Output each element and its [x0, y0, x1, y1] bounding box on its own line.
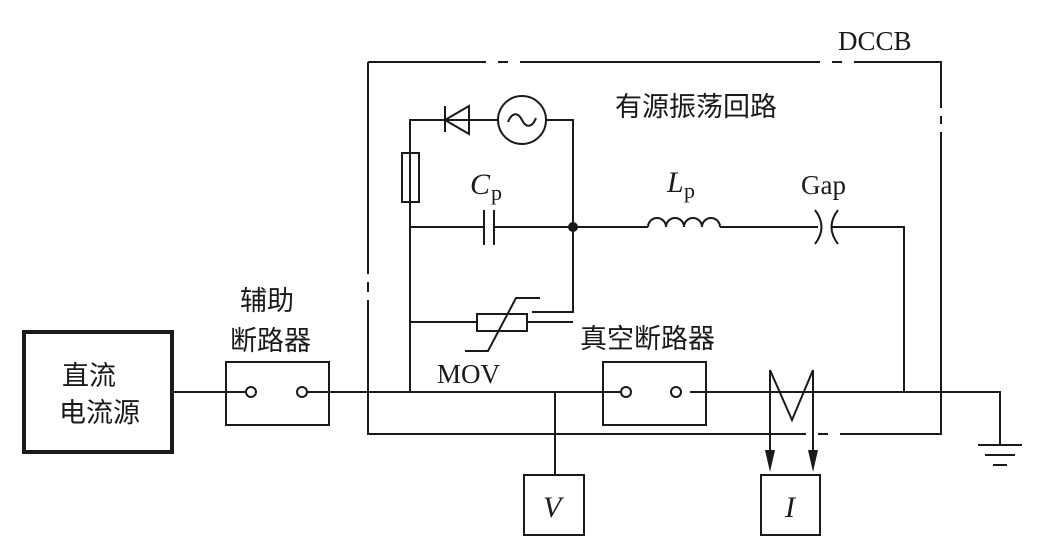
diode-icon	[436, 104, 470, 136]
ac-source-icon	[469, 95, 574, 313]
current-meter-label: I	[784, 491, 797, 524]
dc-source-label-line2: 电流源	[59, 398, 140, 429]
dc-current-source-box	[22, 330, 174, 454]
vacuum-breaker-box	[602, 361, 707, 426]
aux-breaker-box	[225, 361, 330, 426]
capacitor-symbol: C	[470, 168, 491, 201]
dccb-enclosure	[367, 61, 942, 435]
voltage-meter-label: V	[543, 491, 565, 524]
capacitor-subscript: p	[491, 180, 502, 205]
left-rail-wire	[409, 119, 436, 392]
inductor-icon	[647, 217, 721, 228]
resistor-icon	[401, 152, 420, 203]
rogowski-coil-icon	[765, 369, 818, 472]
oscillation-circuit-label: 有源振荡回路	[615, 92, 777, 123]
gap-label: Gap	[801, 170, 846, 200]
dc-source-label-line1: 直流	[62, 361, 116, 392]
inductor-subscript: p	[684, 178, 695, 203]
mov-icon	[465, 297, 540, 352]
aux-breaker-label-line1: 辅助	[240, 286, 294, 317]
aux-breaker-contact-left	[245, 386, 257, 398]
dccb-label: DCCB	[838, 26, 912, 56]
vacuum-breaker-label: 真空断路器	[580, 324, 715, 355]
vacuum-breaker-contact-left	[620, 386, 632, 398]
gap-icon	[814, 209, 839, 245]
inductor-symbol: L	[666, 166, 684, 199]
aux-breaker-label-line2: 断路器	[230, 326, 311, 357]
current-meter-box	[760, 474, 821, 536]
mov-label: MOV	[437, 359, 501, 389]
aux-breaker-contact-right	[296, 386, 308, 398]
capacitor-icon	[483, 210, 495, 245]
ground-icon	[978, 444, 1022, 466]
gap-return-wire	[832, 226, 905, 392]
main-bus-wire	[172, 391, 1001, 445]
vacuum-breaker-contact-right	[670, 386, 682, 398]
voltage-meter-box	[523, 474, 585, 536]
